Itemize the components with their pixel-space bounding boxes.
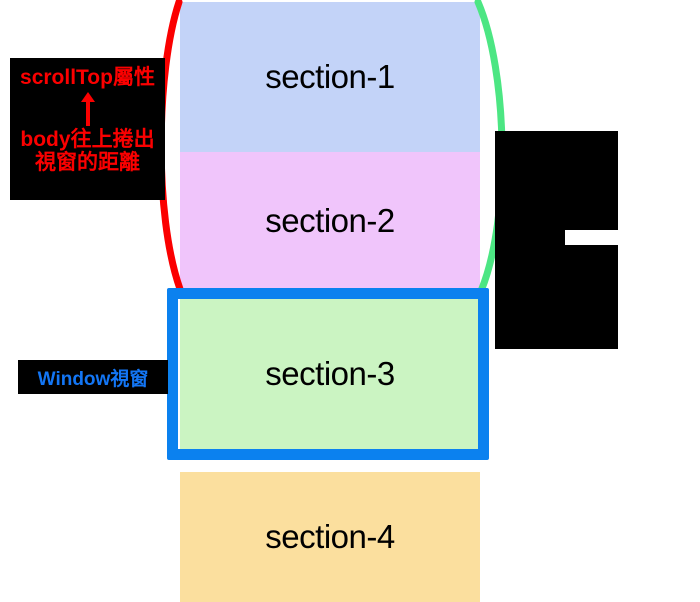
scrolltop-line-3: 視窗的距離 (35, 151, 140, 175)
scrolltop-line-2: body往上捲出 (20, 127, 155, 151)
section-block-2: section-2 (180, 152, 480, 290)
redaction-bar (565, 230, 665, 245)
window-viewport-frame (167, 288, 489, 460)
window-viewport-annotation: Window視窗 (18, 360, 168, 394)
section-block-3: section-3 (180, 299, 480, 449)
window-viewport-label: Window視窗 (37, 368, 149, 390)
arrow-up-icon (80, 91, 95, 126)
section-label: section-4 (265, 518, 395, 555)
scrolltop-annotation: scrollTop屬性 body往上捲出 視窗的距離 (10, 58, 165, 200)
scrollheight-label-strip: Sc (565, 226, 665, 252)
section-label: section-1 (265, 58, 395, 95)
section-label: section-3 (265, 355, 395, 392)
section-label: section-2 (265, 202, 395, 239)
section-block-4: section-4 (180, 472, 480, 602)
scrolltop-line-1: scrollTop屬性 (20, 66, 155, 89)
section-block-1: section-1 (180, 2, 480, 152)
